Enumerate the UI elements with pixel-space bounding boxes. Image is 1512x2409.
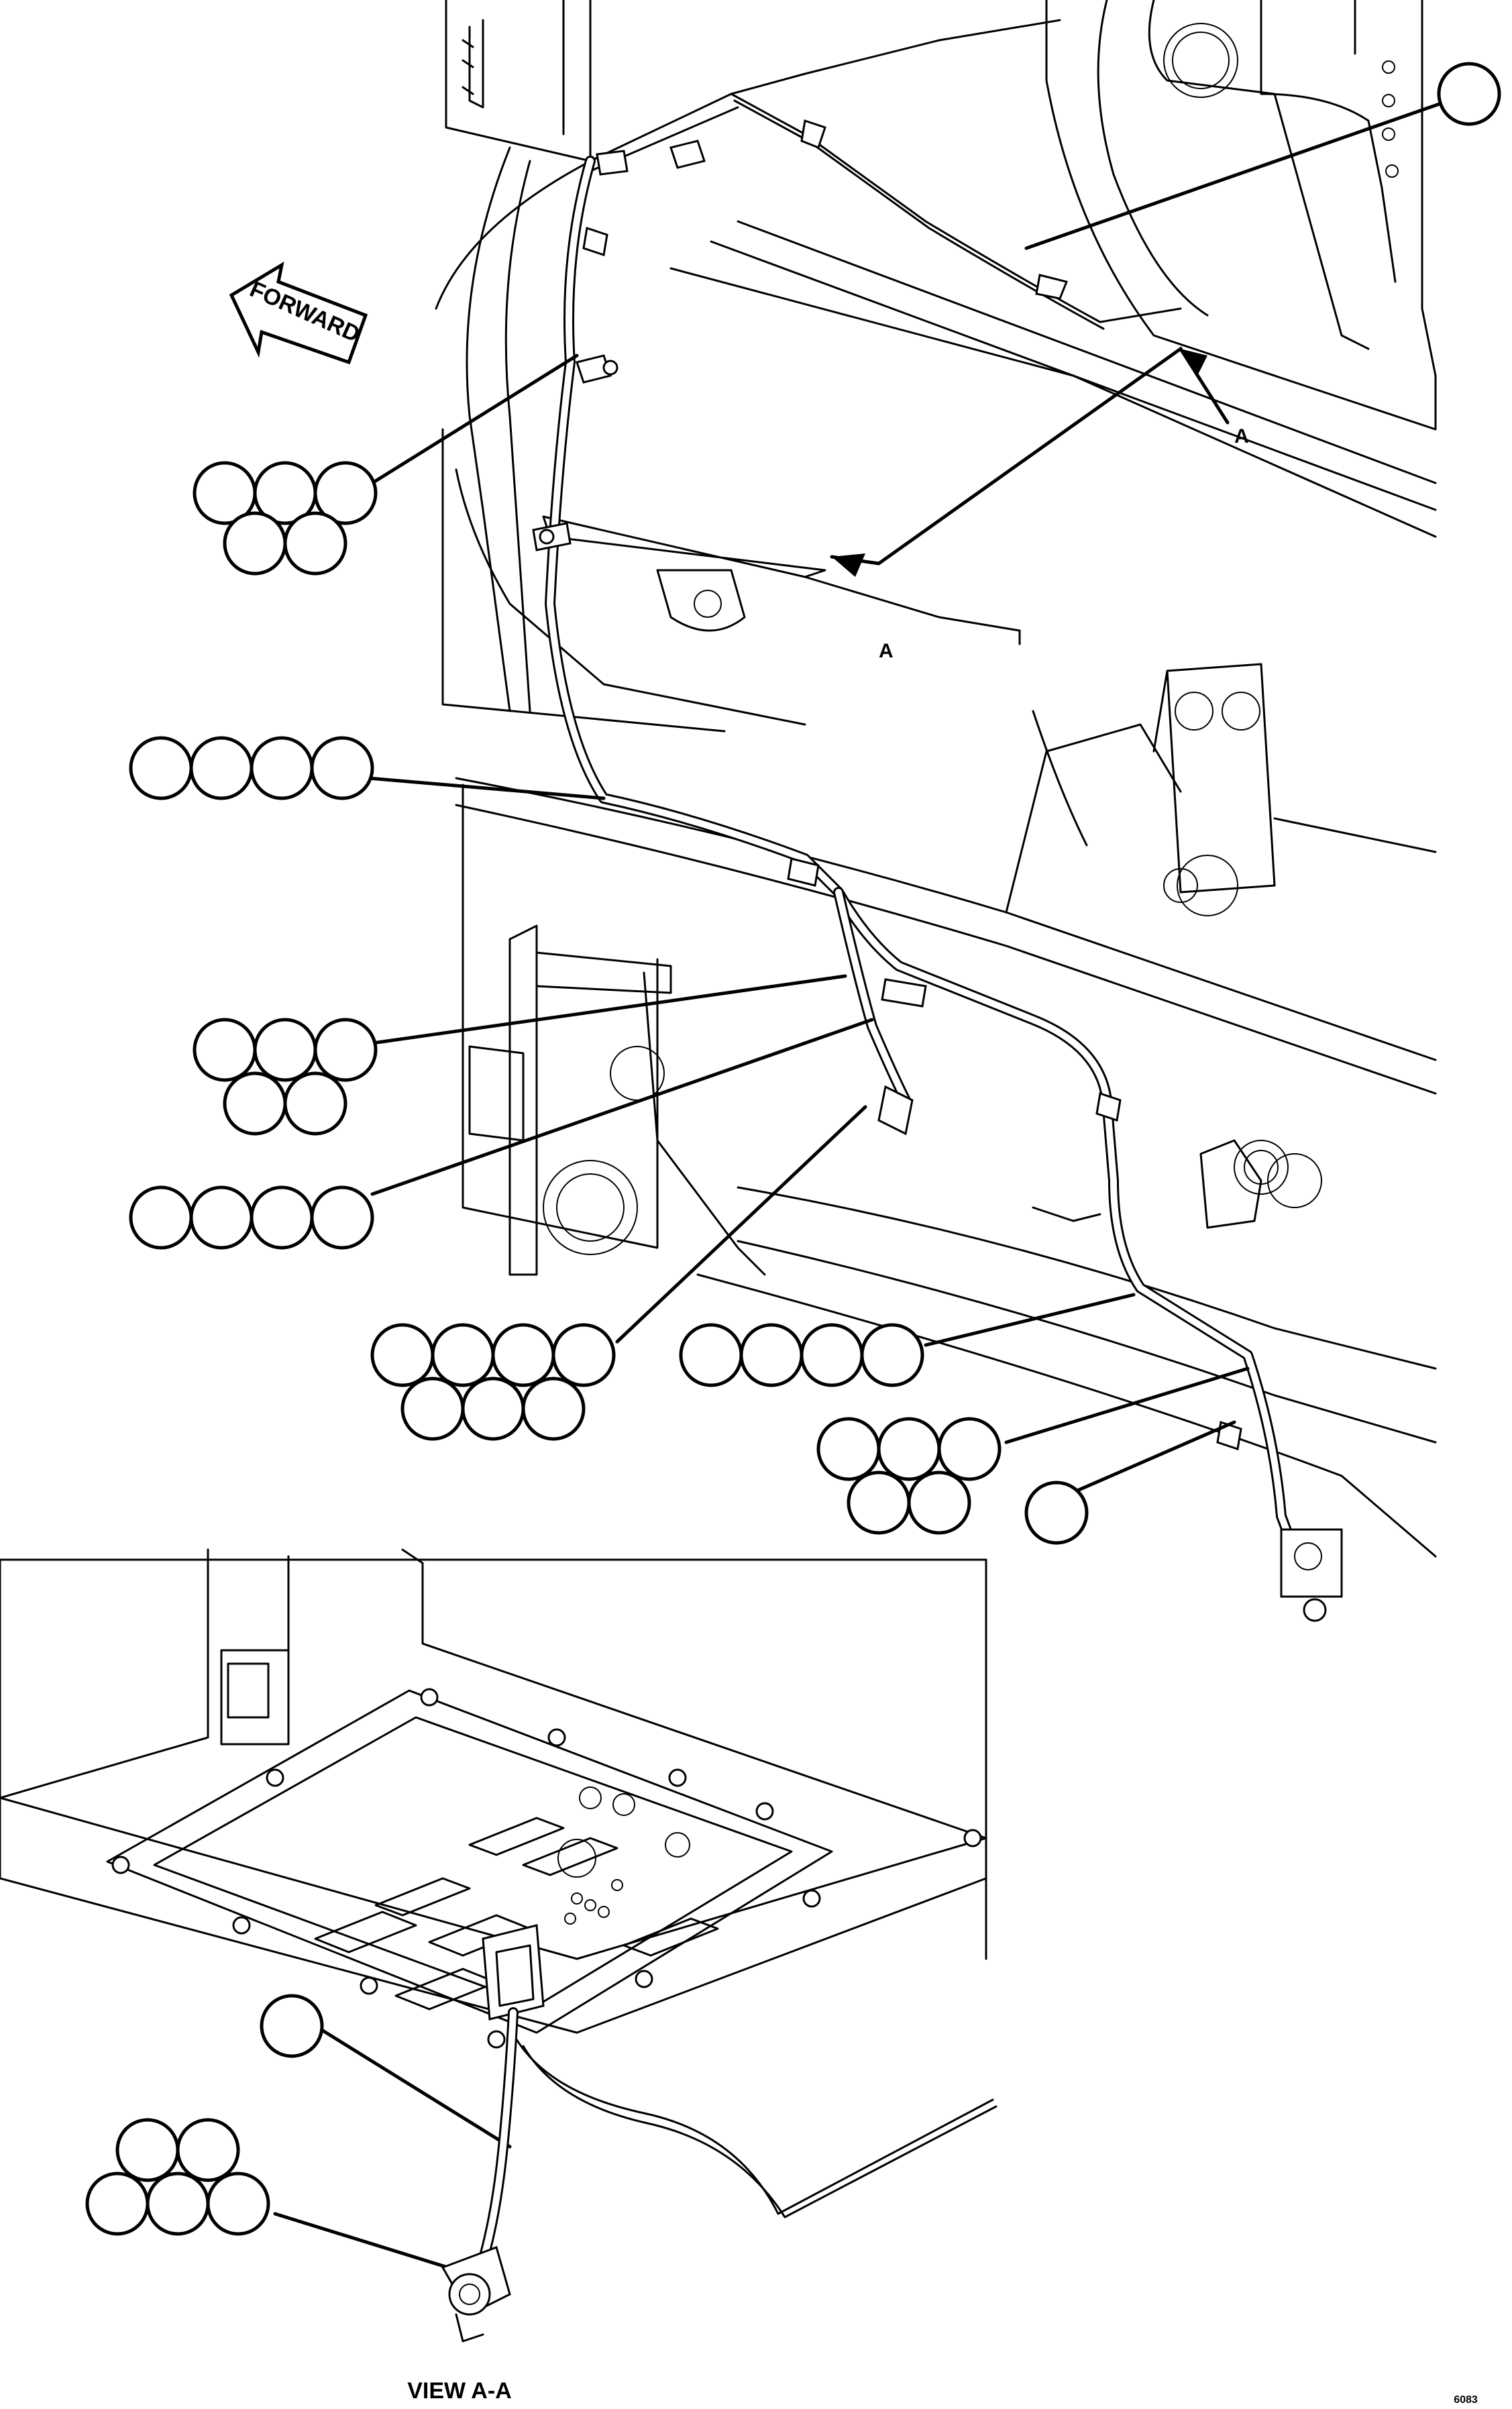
callout-bubble: [146, 2172, 210, 2236]
callout-bubble: [860, 1323, 924, 1387]
callout-bubble: [937, 1417, 1002, 1481]
callout-bubble: [283, 511, 347, 576]
callout-bubble: [877, 1417, 941, 1481]
callout-bubble: [370, 1323, 435, 1387]
callout-bubbles: [129, 62, 1501, 1545]
callout-bubble: [176, 2118, 240, 2182]
callout-bubble: [189, 736, 254, 800]
callout-bubble: [679, 1323, 743, 1387]
view-marker-label-1: A: [1234, 425, 1249, 447]
view-title: VIEW A-A: [407, 2378, 512, 2404]
callout-bubble: [250, 736, 314, 800]
callout-bubble: [521, 1377, 586, 1441]
sheet-code: 6083: [1454, 2394, 1478, 2406]
harness-clamps: [532, 119, 1343, 1622]
callout-bubble: [491, 1323, 555, 1387]
callout-bubble: [85, 2172, 150, 2236]
callout-bubble: [800, 1323, 864, 1387]
callout-bubble: [461, 1377, 525, 1441]
callout-bubbles-lower: [85, 1994, 324, 2236]
callout-bubble: [193, 1018, 257, 1082]
callout-bubble: [115, 2118, 180, 2182]
callout-bubble: [260, 1994, 324, 2058]
callout-bubble: [129, 1185, 193, 1250]
leader-lines: [273, 99, 1451, 2276]
callout-bubble: [250, 1185, 314, 1250]
view-marker-label-2: A: [879, 640, 894, 662]
callout-bubble: [1024, 1481, 1089, 1545]
callout-bubble: [310, 1185, 374, 1250]
callout-bubble: [431, 1323, 495, 1387]
callout-bubble: [253, 1018, 317, 1082]
callout-bubble: [907, 1470, 971, 1535]
view-a-markers: A A: [830, 346, 1249, 662]
callout-bubble: [400, 1377, 465, 1441]
wire-harness-upper: [545, 93, 1307, 1575]
callout-bubble: [283, 1071, 347, 1136]
callout-bubble: [189, 1185, 254, 1250]
callout-bubble: [310, 736, 374, 800]
callout-bubble: [223, 511, 287, 576]
forward-label: FORWARD: [246, 276, 364, 347]
callout-bubble: [313, 1018, 378, 1082]
equipment-structure-upper: [435, 0, 1437, 1558]
callout-bubble: [129, 736, 193, 800]
callout-bubble: [551, 1323, 616, 1387]
callout-bubble: [847, 1470, 911, 1535]
forward-arrow: FORWARD: [229, 261, 368, 365]
callout-bubble: [206, 2172, 270, 2236]
callout-bubble: [739, 1323, 804, 1387]
callout-bubble: [223, 1071, 287, 1136]
callout-bubble: [313, 461, 378, 525]
callout-bubble: [816, 1417, 881, 1481]
view-a-a-detail: [0, 1548, 997, 2343]
callout-bubble: [1437, 62, 1501, 126]
